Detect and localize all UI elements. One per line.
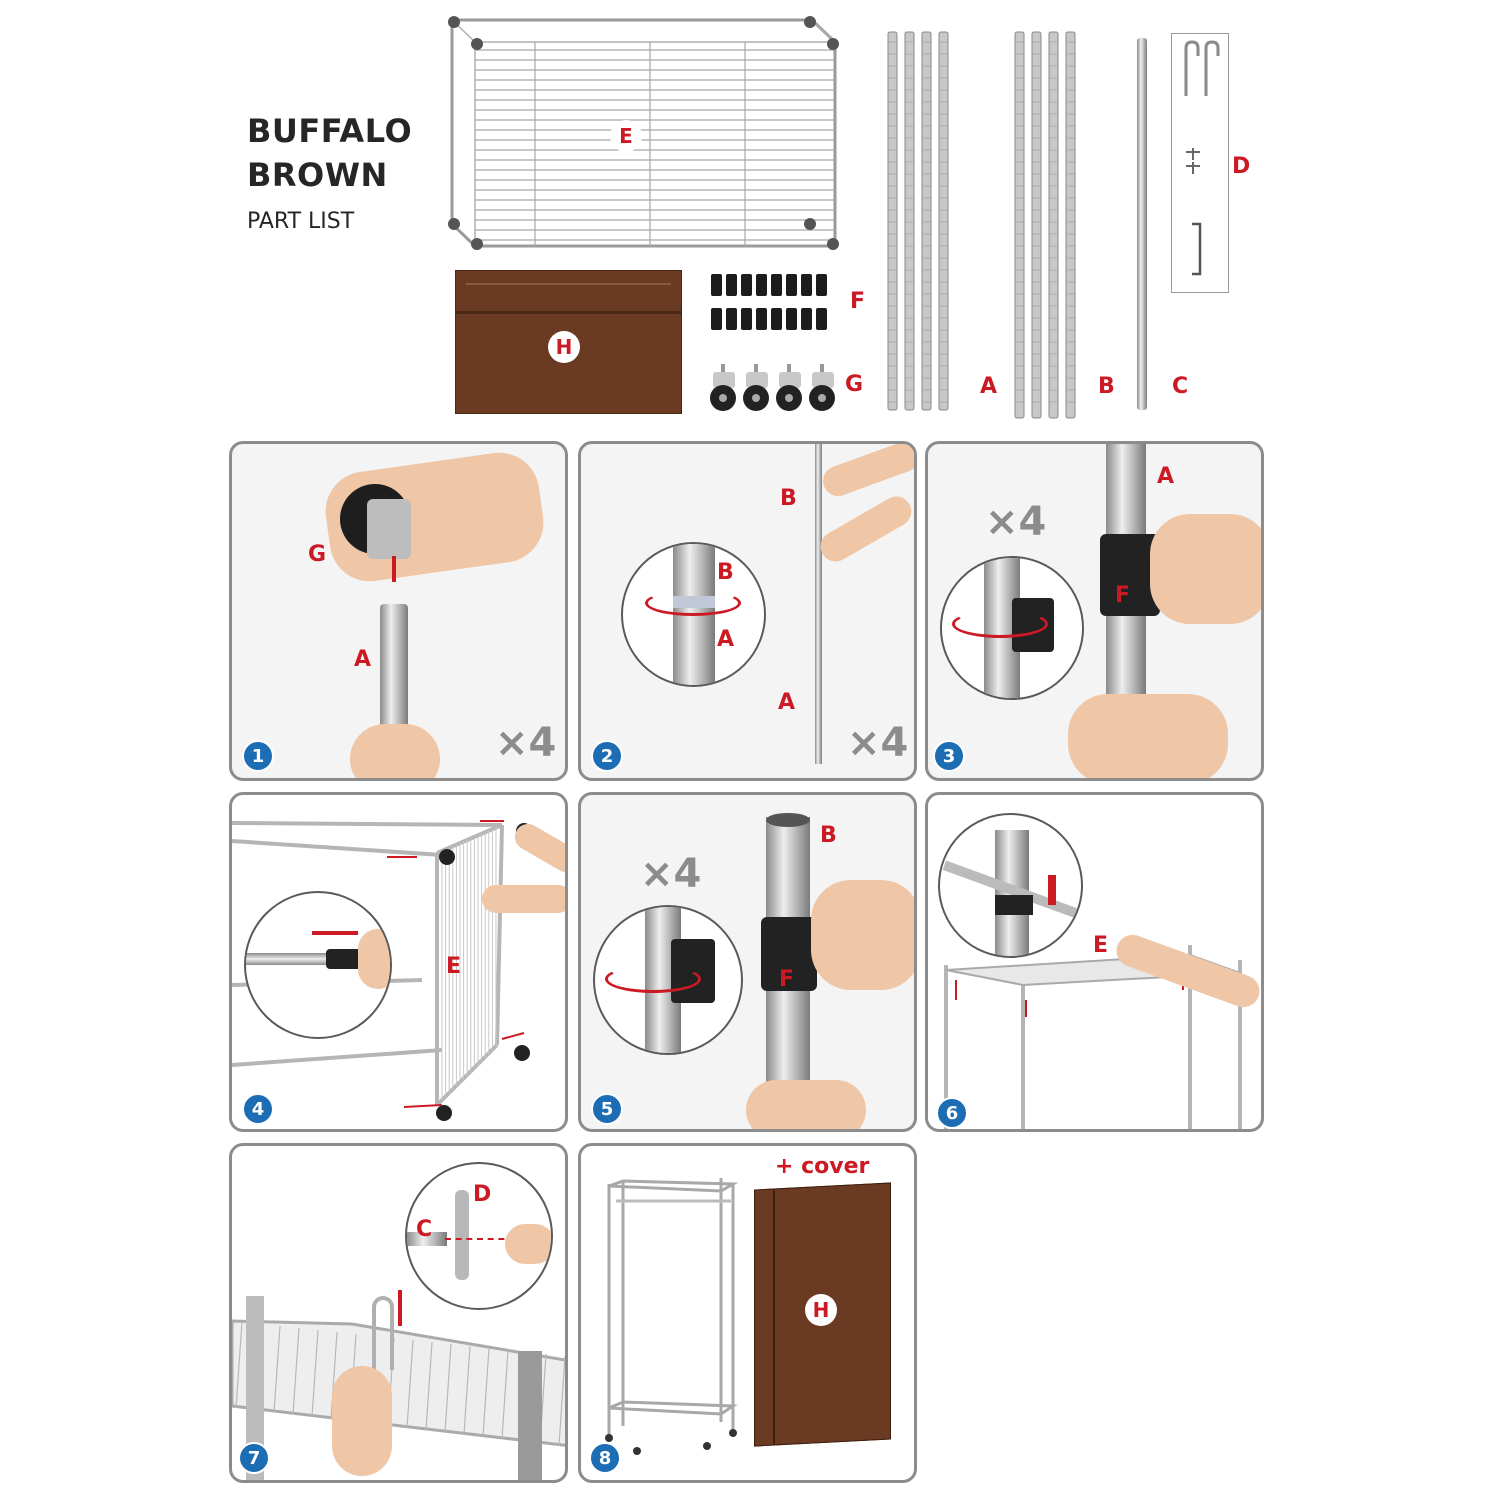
pole-a-illustration xyxy=(380,604,408,744)
arrow-down-icon xyxy=(398,1290,402,1326)
bottom-hand-illustration xyxy=(1068,694,1228,778)
step-1-label-a: A xyxy=(354,647,372,672)
part-list-heading: PART LIST xyxy=(247,209,355,234)
step-7-label-c: C xyxy=(416,1217,433,1242)
step-8-label-h: H xyxy=(805,1294,837,1326)
part-d-hardware xyxy=(1171,33,1229,293)
step-5-label-f: F xyxy=(779,967,795,992)
step-2-panel: B B A A ×4 2 xyxy=(578,441,917,781)
part-g-casters xyxy=(705,362,845,414)
part-e-label: E xyxy=(610,120,642,152)
step-5-panel: B F ×4 5 xyxy=(578,792,917,1132)
title-line-2: BROWN xyxy=(247,156,388,194)
step-2-zoom-circle xyxy=(621,542,766,687)
step-1-number: 1 xyxy=(242,740,274,772)
part-b-poles xyxy=(1012,30,1082,420)
title-line-1: BUFFALO xyxy=(247,112,413,150)
step-5-label-b: B xyxy=(820,823,837,848)
part-b-label: B xyxy=(1098,374,1115,399)
hardware-illustration xyxy=(1184,40,1220,276)
step-6-number: 6 xyxy=(936,1097,968,1129)
step-2-zoom-label-b: B xyxy=(717,560,734,585)
sleeve-icons xyxy=(711,274,827,330)
part-a-label: A xyxy=(980,374,998,399)
wardrobe-frame-illustration xyxy=(605,1178,739,1455)
step-3-multiplier: ×4 xyxy=(985,499,1047,545)
hand-illustration xyxy=(332,1366,392,1476)
step-1-multiplier: ×4 xyxy=(495,720,557,766)
step-2-zoom-label-a: A xyxy=(717,627,735,652)
wire-shelf-illustration xyxy=(448,16,839,250)
step-5-zoom-circle xyxy=(593,905,743,1055)
plastic-sleeve-illustration xyxy=(761,917,817,991)
step-6-label-e: E xyxy=(1093,933,1109,958)
hand-bottom-illustration xyxy=(350,724,440,778)
part-c-label: C xyxy=(1172,374,1189,399)
poles-a-illustration xyxy=(887,31,949,411)
poles-b-illustration xyxy=(1014,31,1076,419)
step-2-number: 2 xyxy=(591,740,623,772)
step-3-label-f: F xyxy=(1115,583,1131,608)
rotate-arrow-icon xyxy=(605,965,701,993)
part-e-shelf xyxy=(440,14,840,254)
right-hand-illustration xyxy=(1150,514,1261,624)
step-1-label-g: G xyxy=(308,542,327,567)
step-4-label-e: E xyxy=(446,954,462,979)
rotate-arrow-icon xyxy=(645,590,741,616)
caster-icons xyxy=(710,364,835,411)
part-c-rod xyxy=(1137,38,1147,410)
step-7-label-d: D xyxy=(473,1182,492,1207)
arrow-down-icon xyxy=(1048,875,1056,905)
step-2-label-a: A xyxy=(778,690,796,715)
upper-hand-illustration xyxy=(818,444,914,501)
part-f-sleeves xyxy=(710,272,830,334)
step-7-panel: C D 7 xyxy=(229,1143,568,1483)
step-3-zoom-circle xyxy=(940,556,1084,700)
step-3-number: 3 xyxy=(933,740,965,772)
step-2-label-b: B xyxy=(780,486,797,511)
pole-top-illustration xyxy=(766,813,810,827)
step-1-panel: G A ×4 1 xyxy=(229,441,568,781)
caster-bracket-illustration xyxy=(367,499,411,559)
rotate-arrow-icon xyxy=(952,610,1048,638)
step-8-panel: H + cover 8 xyxy=(578,1143,917,1483)
step-3-panel: A F ×4 3 xyxy=(925,441,1264,781)
step-8-number: 8 xyxy=(589,1442,621,1474)
right-hand-illustration xyxy=(811,880,914,990)
long-pole-illustration xyxy=(815,444,822,764)
arrow-down-icon xyxy=(392,556,396,582)
step-2-multiplier: ×4 xyxy=(847,720,909,766)
part-g-label: G xyxy=(845,372,864,397)
lower-hand-illustration xyxy=(815,491,914,567)
step-7-number: 7 xyxy=(238,1442,270,1474)
part-h-label: H xyxy=(548,331,580,363)
top-shelf-illustration xyxy=(232,1296,565,1480)
step-5-multiplier: ×4 xyxy=(640,851,702,897)
step-6-zoom-circle xyxy=(938,813,1083,958)
step-3-label-a: A xyxy=(1157,464,1175,489)
step-8-cover-note: + cover xyxy=(775,1154,870,1179)
bottom-hand-illustration xyxy=(746,1080,866,1129)
arrow-left-icon xyxy=(312,931,358,935)
part-d-label: D xyxy=(1232,154,1251,179)
step-4-number: 4 xyxy=(242,1093,274,1125)
hand-illustration xyxy=(482,885,565,913)
step-4-zoom-circle xyxy=(244,891,392,1039)
step-7-zoom-circle xyxy=(405,1162,553,1310)
part-f-label: F xyxy=(850,289,866,314)
part-a-poles xyxy=(885,30,955,412)
step-6-panel: E 6 xyxy=(925,792,1264,1132)
hook-illustration xyxy=(372,1296,394,1370)
step-5-number: 5 xyxy=(591,1093,623,1125)
step-4-panel: E 4 xyxy=(229,792,568,1132)
